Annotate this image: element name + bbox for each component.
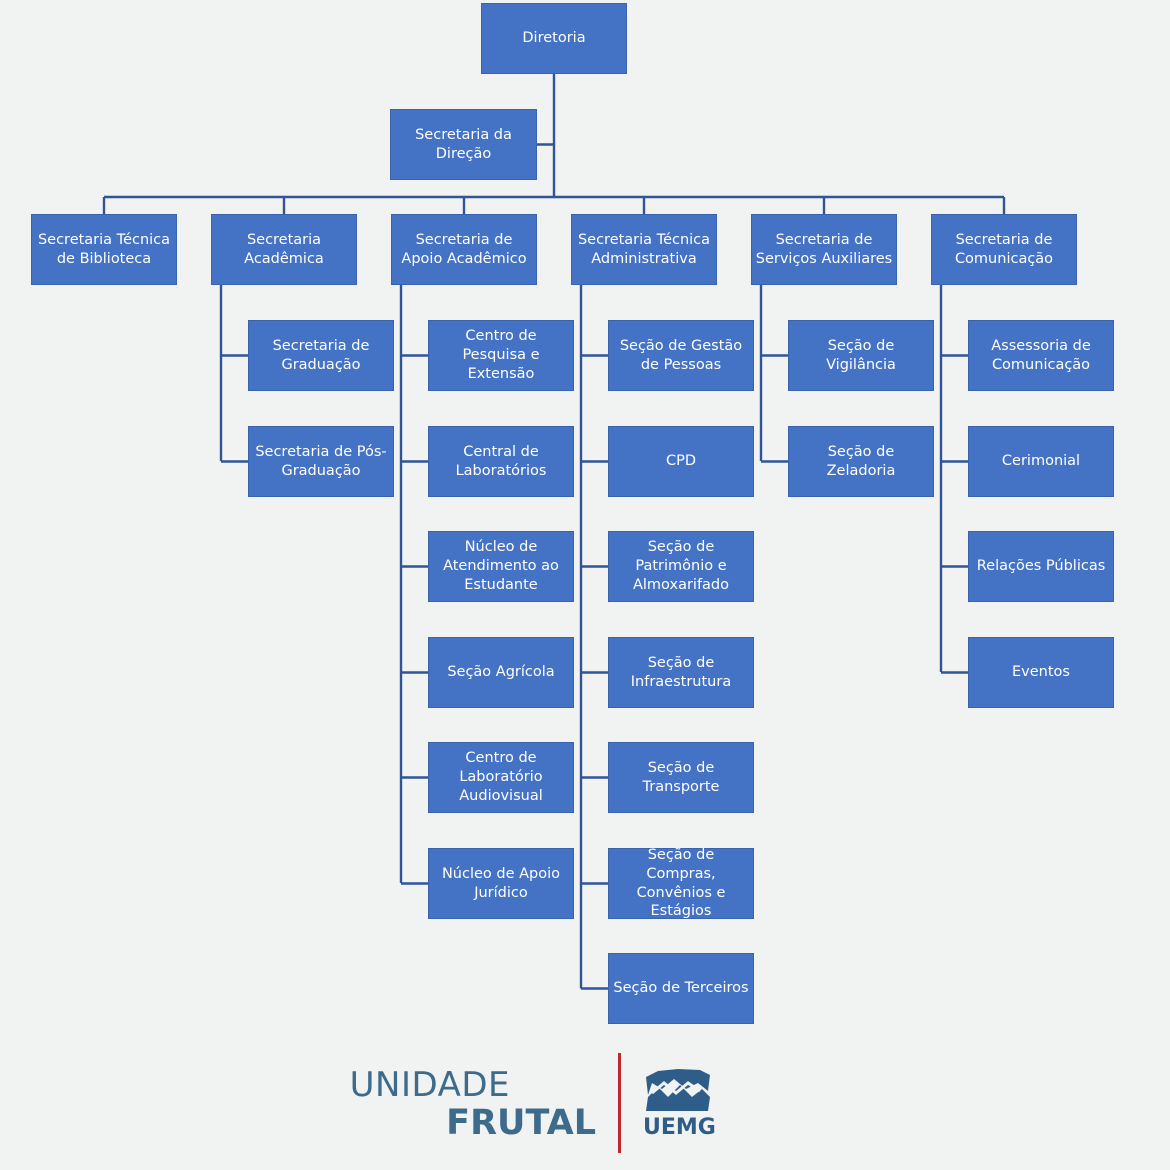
- box-assessoria-de-comunicacao: Assessoria de Comunicação: [968, 320, 1114, 391]
- box-nucleo-de-atendimento-ao-estudante-label: Núcleo de Atendimento ao Estudante: [443, 539, 559, 593]
- logo-divider: [618, 1053, 621, 1153]
- box-secao-agricola: Seção Agrícola: [428, 637, 574, 708]
- box-secao-de-gestao-de-pessoas: Seção de Gestão de Pessoas: [608, 320, 754, 391]
- unidade-frutal-uemg-logo: UNIDADE FRUTAL UEMG: [350, 1053, 730, 1157]
- box-secao-de-compras-convenios-e-estagios-label: Seção de Compras, Convênios e Estágios: [636, 846, 726, 920]
- box-secretaria-de-apoio-academico-label: Secretaria de Apoio Acadêmico: [401, 231, 527, 267]
- box-nucleo-de-atendimento-ao-estudante: Núcleo de Atendimento ao Estudante: [428, 531, 574, 602]
- box-secretaria-academica-label: Secretaria Acadêmica: [244, 231, 324, 267]
- box-secretaria-da-direcao-label: Secretaria da Direção: [415, 126, 512, 162]
- box-secao-de-vigilancia-label: Seção de Vigilância: [826, 337, 896, 373]
- box-relacoes-publicas: Relações Públicas: [968, 531, 1114, 602]
- box-cpd: CPD: [608, 426, 754, 497]
- logo-uemg-text: UEMG: [643, 1115, 716, 1140]
- box-secao-de-transporte-label: Seção de Transporte: [642, 759, 720, 795]
- box-assessoria-de-comunicacao-label: Assessoria de Comunicação: [991, 337, 1091, 373]
- box-secao-de-zeladoria: Seção de Zeladoria: [788, 426, 934, 497]
- box-secretaria-de-servicos-auxiliares-label: Secretaria de Serviços Auxiliares: [755, 231, 893, 267]
- box-secao-de-compras-convenios-e-estagios: Seção de Compras, Convênios e Estágios: [608, 846, 754, 920]
- box-eventos: Eventos: [968, 637, 1114, 708]
- box-secretaria-de-pos-graduacao: Secretaria de Pós-Graduação: [248, 426, 394, 497]
- box-secretaria-tecnica-administrativa: Secretaria Técnica Administrativa: [571, 214, 717, 285]
- box-relacoes-publicas-label: Relações Públicas: [976, 558, 1106, 575]
- box-central-de-laboratorios-label: Central de Laboratórios: [455, 443, 547, 479]
- box-centro-de-laboratorio-audiovisual: Centro de Laboratório Audiovisual: [428, 742, 574, 813]
- box-secao-de-transporte: Seção de Transporte: [608, 742, 754, 813]
- box-secao-de-infraestrutura: Seção de Infraestrutura: [608, 637, 754, 708]
- logo-unidade-text: UNIDADE: [349, 1065, 510, 1105]
- box-secretaria-tecnica-administrativa-label: Secretaria Técnica Administrativa: [577, 231, 711, 267]
- box-secretaria-de-comunicacao: Secretaria de Comunicação: [931, 214, 1077, 285]
- box-secretaria-de-pos-graduacao-label: Secretaria de Pós-Graduação: [255, 443, 387, 479]
- box-secretaria-de-graduacao: Secretaria de Graduação: [248, 320, 394, 391]
- box-secretaria-de-servicos-auxiliares: Secretaria de Serviços Auxiliares: [751, 214, 897, 285]
- box-secao-de-terceiros-label: Seção de Terceiros: [613, 980, 749, 997]
- box-cerimonial: Cerimonial: [968, 426, 1114, 497]
- box-secretaria-tecnica-de-biblioteca: Secretaria Técnica de Biblioteca: [31, 214, 177, 285]
- box-eventos-label: Eventos: [1012, 664, 1070, 681]
- logo-frutal-text: FRUTAL: [446, 1103, 596, 1143]
- box-nucleo-de-apoio-juridico: Núcleo de Apoio Jurídico: [428, 848, 574, 919]
- box-diretoria: Diretoria: [481, 3, 627, 74]
- uemg-mark-icon: [646, 1069, 710, 1111]
- box-secao-de-patrimonio-e-almoxarifado-label: Seção de Patrimônio e Almoxarifado: [632, 539, 730, 593]
- box-secretaria-academica: Secretaria Acadêmica: [211, 214, 357, 285]
- box-secao-de-infraestrutura-label: Seção de Infraestrutura: [630, 654, 732, 690]
- box-secretaria-de-apoio-academico: Secretaria de Apoio Acadêmico: [391, 214, 537, 285]
- box-secao-de-zeladoria-label: Seção de Zeladoria: [826, 443, 896, 479]
- box-nucleo-de-apoio-juridico-label: Núcleo de Apoio Jurídico: [441, 865, 561, 901]
- box-secao-de-gestao-de-pessoas-label: Seção de Gestão de Pessoas: [619, 337, 743, 373]
- box-secao-agricola-label: Seção Agrícola: [447, 664, 555, 681]
- box-secretaria-tecnica-de-biblioteca-label: Secretaria Técnica de Biblioteca: [37, 231, 171, 267]
- box-secretaria-de-graduacao-label: Secretaria de Graduação: [272, 337, 370, 373]
- box-cerimonial-label: Cerimonial: [1001, 453, 1081, 470]
- box-secao-de-patrimonio-e-almoxarifado: Seção de Patrimônio e Almoxarifado: [608, 531, 754, 602]
- box-secretaria-da-direcao: Secretaria da Direção: [390, 109, 537, 180]
- box-secao-de-vigilancia: Seção de Vigilância: [788, 320, 934, 391]
- box-diretoria-label: Diretoria: [522, 30, 586, 47]
- box-central-de-laboratorios: Central de Laboratórios: [428, 426, 574, 497]
- box-centro-de-pesquisa-e-extensao-label: Centro de Pesquisa e Extensão: [462, 328, 540, 382]
- box-secao-de-terceiros: Seção de Terceiros: [608, 953, 754, 1024]
- box-cpd-label: CPD: [665, 453, 697, 470]
- box-secretaria-de-comunicacao-label: Secretaria de Comunicação: [954, 231, 1054, 267]
- box-centro-de-laboratorio-audiovisual-label: Centro de Laboratório Audiovisual: [459, 750, 543, 804]
- box-centro-de-pesquisa-e-extensao: Centro de Pesquisa e Extensão: [428, 320, 574, 391]
